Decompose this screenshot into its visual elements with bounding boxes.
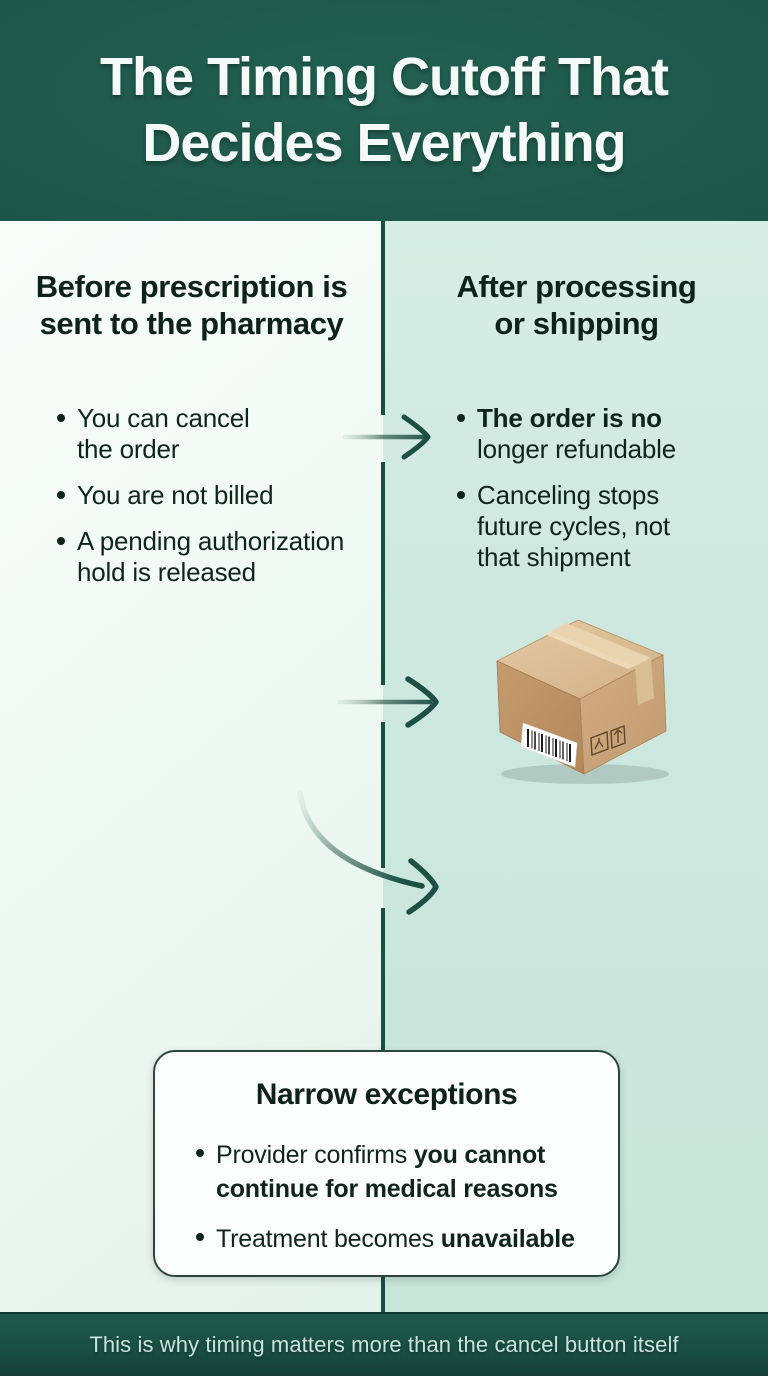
page-title-line-1: The Timing Cutoff That <box>100 47 669 107</box>
before-bullet-list: You can cancel the order You are not bil… <box>57 403 367 603</box>
after-heading-line-2: or shipping <box>494 306 659 341</box>
bullet-dot <box>457 491 465 499</box>
page-title: The Timing Cutoff That Decides Everythin… <box>0 44 768 176</box>
after-bullet-list: The order is no longer refundable Cancel… <box>457 403 757 588</box>
fragile-icon <box>590 731 609 756</box>
bullet-text: Treatment becomes unavailable <box>216 1225 575 1253</box>
bullet-text: Canceling stops future cycles, not that … <box>477 480 670 572</box>
footer-band: This is why timing matters more than the… <box>0 1312 768 1376</box>
box-tape-strip <box>550 623 651 666</box>
exceptions-card <box>153 1050 620 1277</box>
footer-caption: This is why timing matters more than the… <box>89 1332 679 1357</box>
box-shadow <box>501 764 669 784</box>
box-tape-strip-edge <box>544 631 635 669</box>
column-divider <box>381 221 385 415</box>
bullet-dot <box>57 491 65 499</box>
bullet-dot <box>57 537 65 545</box>
box-tape-flap <box>635 658 654 705</box>
bullet-text: The order is no longer refundable <box>477 403 676 464</box>
after-heading-line-1: After processing <box>456 269 697 304</box>
list-item: You are not billed <box>57 480 367 511</box>
column-divider <box>381 462 385 685</box>
page-title-line-2: Decides Everything <box>142 113 626 173</box>
list-item: Canceling stops future cycles, not that … <box>457 480 757 573</box>
bullet-text: You can cancel the order <box>77 403 250 464</box>
before-heading-line-1: Before prescription is <box>35 269 348 304</box>
column-divider <box>381 722 385 868</box>
bullet-dot <box>196 1149 204 1157</box>
list-item: A pending authorization hold is released <box>57 526 367 588</box>
list-item: Provider confirms you cannot continue fo… <box>196 1138 591 1206</box>
bullet-text: You are not billed <box>77 480 274 510</box>
barcode-label <box>520 722 578 768</box>
bullet-text: Provider confirms you cannot continue fo… <box>216 1141 558 1203</box>
list-item: The order is no longer refundable <box>457 403 757 465</box>
exceptions-bullet-list: Provider confirms you cannot continue fo… <box>196 1138 591 1272</box>
before-heading-line-2: sent to the pharmacy <box>39 306 344 341</box>
bullet-dot <box>57 414 65 422</box>
bullet-text: A pending authorization hold is released <box>77 526 345 587</box>
after-column-heading: After processing or shipping <box>385 268 768 342</box>
this-way-up-icon <box>610 725 626 749</box>
list-item: You can cancel the order <box>57 403 367 465</box>
bullet-dot <box>196 1233 204 1241</box>
list-item: Treatment becomes unavailable <box>196 1222 591 1256</box>
exceptions-card-title: Narrow exceptions <box>255 1078 518 1111</box>
package-box-illustration <box>496 619 669 784</box>
bullet-dot <box>457 414 465 422</box>
before-column-heading: Before prescription is sent to the pharm… <box>0 268 383 342</box>
header-band: The Timing Cutoff That Decides Everythin… <box>0 0 768 221</box>
